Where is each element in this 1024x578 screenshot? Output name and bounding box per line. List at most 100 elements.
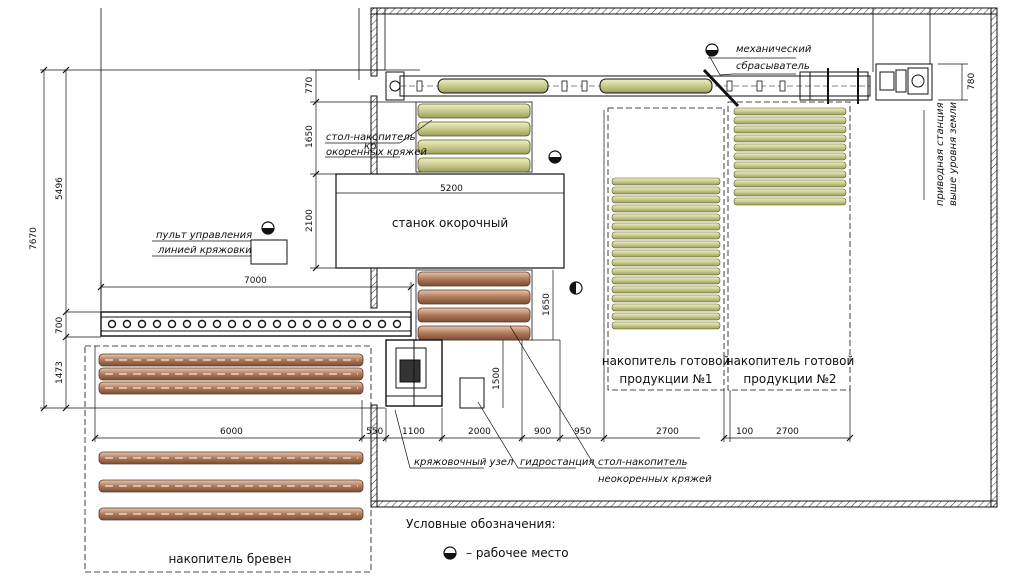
stacked-log [611,258,721,267]
label-mech-dropper-2: сбрасыватель [736,60,810,72]
label-hydro-station: гидростанция [520,457,594,468]
chain-link [362,319,372,329]
chain-link [347,319,357,329]
dim-7000: 7000 [244,276,267,286]
guide-lines [100,8,931,310]
legend-workplace-text: – рабочее место [466,546,569,560]
stacked-log [733,161,847,170]
chain-link [122,319,132,329]
label-bucking-unit: кряжовочный узел [414,457,514,468]
stacked-log [611,312,721,321]
stacked-log [611,186,721,195]
chain-link [137,319,147,329]
dim-2100: 2100 [305,209,315,232]
stacked-log [611,222,721,231]
stacked-log [733,179,847,188]
label-table-unbarked-1: стол-накопитель [598,457,688,468]
stacked-log [611,195,721,204]
stacked-log [733,107,847,116]
chain-link [152,319,162,329]
dim-1650-top: 1650 [305,125,315,148]
workplace-icon [261,221,275,235]
label-ready-store-1-b: продукции №1 [619,372,712,386]
workplace-icon [548,150,562,164]
dim-2000: 2000 [468,427,491,437]
stacked-log [611,267,721,276]
dim-2700-b: 2700 [776,427,799,437]
label-debarker: станок окорочный [392,216,508,230]
chain-link [287,319,297,329]
chain-link [212,319,222,329]
ready-store-1 [607,107,725,391]
table-barked-logs [415,101,533,173]
debarking-machine [335,173,565,269]
chain-link [317,319,327,329]
bucking-unit [385,339,443,407]
dim-2700-a: 2700 [656,427,679,437]
stacked-log [733,134,847,143]
dim-6000: 6000 [220,427,243,437]
chain-link [392,319,402,329]
dim-1650-mid: 1650 [542,293,552,316]
chain-link [227,319,237,329]
dim-550: 550 [366,427,383,437]
dim-1500: 1500 [492,367,502,390]
stacked-log [611,249,721,258]
stacked-log [611,303,721,312]
stacked-log [733,170,847,179]
chain-link [272,319,282,329]
stacked-log [733,152,847,161]
chain-conveyor [100,311,412,337]
label-drive-station-1: приводная станция [935,103,946,206]
chain-link [257,319,267,329]
dim-7670: 7670 [29,227,39,250]
workplace-markers [261,43,719,560]
workplace-icon [569,281,583,295]
dim-770: 770 [305,77,315,94]
table-unbarked-logs [415,269,533,341]
control-panel [250,239,288,265]
legend-title: Условные обозначения: [406,517,556,531]
label-ready-store-2-a: накопитель готовой [726,354,855,368]
stacked-log [733,197,847,206]
chain-link [197,319,207,329]
legend-workplace-icon [443,546,457,560]
stacked-log [611,231,721,240]
dimension-lines [40,49,968,469]
label-log-store: накопитель бревен [168,552,291,566]
stacked-log [611,276,721,285]
label-table-barked-2: окоренных кряжей [326,147,427,158]
label-control-panel-2: линией кряжовки [157,245,252,256]
label-drive-station-2: выше уровня земли [948,101,959,206]
workplace-icon [705,43,719,57]
stacked-log [611,213,721,222]
label-mech-dropper-1: механический [736,44,812,55]
stacked-log [733,125,847,134]
chain-link [242,319,252,329]
chain-link [107,319,117,329]
top-conveyor [385,63,933,108]
stacked-log [733,143,847,152]
stacked-log [611,204,721,213]
chain-link [332,319,342,329]
label-table-unbarked-2: неокоренных кряжей [598,474,712,485]
label-ready-store-2-b: продукции №2 [743,372,836,386]
dim-1473: 1473 [55,361,65,384]
chain-link [182,319,192,329]
stacked-log [611,240,721,249]
label-ready-store-1-a: накопитель готовой [602,354,731,368]
label-control-panel-1: пульт управления [156,230,252,241]
dim-950: 950 [574,427,591,437]
dim-1100: 1100 [402,427,425,437]
dim-900: 900 [534,427,551,437]
stacked-log [611,294,721,303]
building-walls [370,7,998,508]
ready-store-2 [727,101,851,391]
label-table-barked-1: стол-накопитель [326,132,416,143]
dim-5200: 5200 [440,184,463,194]
log-store [84,345,372,573]
dim-5496: 5496 [55,177,65,200]
dim-100: 100 [736,427,753,437]
